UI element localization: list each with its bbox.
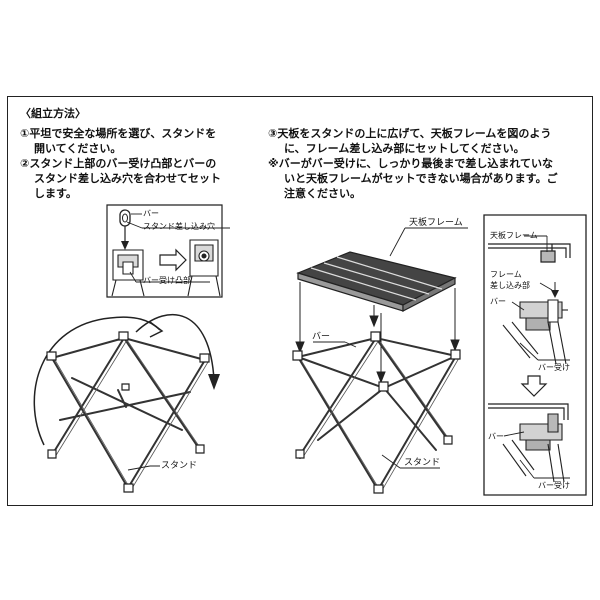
label-bar-receiver-boss: バー受け凸部 <box>143 276 191 285</box>
label-stand-left: スタンド <box>161 461 198 471</box>
section-title: 〈組立方法〉 <box>20 107 86 120</box>
note-line-3: 注意ください。 <box>284 187 361 200</box>
step-1-line-1: ①平坦で安全な場所を選び、スタンドを <box>20 127 217 140</box>
label-bar-receiver-top: バー受け <box>538 363 570 372</box>
note-line-2: いと天板フレームがセットできない場合があります。ご <box>284 172 558 185</box>
step-3-line-2: に、フレーム差し込み部にセットしてください。 <box>284 142 525 155</box>
label-detail-bar-top: バー <box>490 297 506 306</box>
step-2-line-2: スタンド差し込み穴を合わせてセット <box>34 172 221 185</box>
step-2-line-1: ②スタンド上部のバー受け凸部とバーの <box>20 157 217 170</box>
label-bar-detail: バー <box>143 209 159 218</box>
label-detail-tabletop-frame: 天板フレーム <box>490 231 538 240</box>
label-detail-bar-bottom: バー <box>488 432 504 441</box>
label-frame-insert-line-1: フレーム <box>490 270 522 279</box>
note-line-1: ※バーがバー受けに、しっかり最後まで差し込まれていな <box>268 157 554 170</box>
diagram-frame <box>7 96 593 506</box>
label-tabletop-frame: 天板フレーム <box>409 218 463 228</box>
label-bar-main: バー <box>312 332 331 342</box>
label-stand-right: スタンド <box>404 458 441 468</box>
label-bar-receiver-bottom: バー受け <box>538 481 570 490</box>
label-stand-insert-hole: スタンド差し込み穴 <box>143 222 215 231</box>
label-frame-insert-line-2: 差し込み部 <box>490 281 530 290</box>
step-3-line-1: ③天板をスタンドの上に広げて、天板フレームを図のよう <box>268 127 552 140</box>
step-1-line-2: 開いてください。 <box>34 142 122 155</box>
step-2-line-3: します。 <box>34 187 77 200</box>
